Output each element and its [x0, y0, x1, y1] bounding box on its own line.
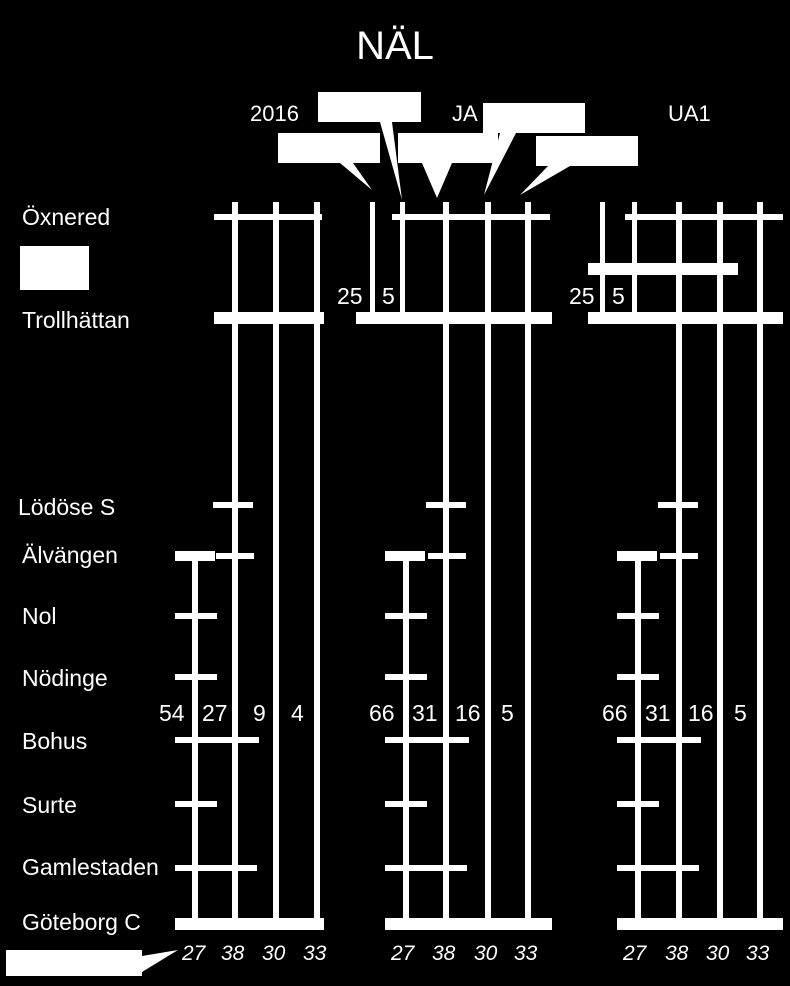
top-count-5-ua1: 5: [612, 283, 625, 309]
count-line-27-2016: 54: [159, 700, 185, 726]
station-bar-alvangen-b-2016: [175, 551, 215, 561]
station-bar-oxnered-ja: [392, 214, 550, 220]
route-33-ja: 33: [514, 942, 538, 965]
station-bar-alvangen-a-2016: [216, 553, 254, 559]
count-line-30-2016: 9: [253, 700, 266, 726]
station-trollhattan: Trollhättan: [22, 307, 130, 333]
line-33-2016: [314, 202, 320, 926]
line-33-ja: [525, 202, 531, 926]
station-alvangen: Älvängen: [22, 542, 118, 568]
station-nodinge: Nödinge: [22, 665, 108, 691]
callout-box-a: [318, 92, 421, 200]
station-bar-trollhattan-ja: [356, 312, 552, 324]
station-nol: Nol: [22, 603, 57, 629]
station-bar-surte-ua1: [617, 801, 659, 807]
callout-box-d: [483, 103, 585, 195]
line-25-ja: [370, 202, 375, 318]
count-line-30-ua1: 16: [688, 700, 714, 726]
line-38-2016: [232, 202, 238, 926]
line-33-ua1: [757, 202, 763, 926]
count-line-27-ja: 66: [369, 700, 395, 726]
redacted-box-left: [20, 246, 89, 290]
station-bar-nodinge-ua1: [617, 674, 659, 680]
route-30-ja: 30: [474, 942, 498, 965]
route-33-ua1: 33: [746, 942, 770, 965]
station-bar-bohus-ua1: [617, 737, 701, 743]
line-30-ua1: [717, 202, 723, 926]
station-gamlestaden: Gamlestaden: [22, 854, 159, 880]
station-bar-trollhattan-ua1: [588, 312, 783, 324]
count-line-33-ua1: 5: [734, 700, 747, 726]
station-bar-oxnered-ua1: [625, 214, 783, 220]
station-bar-extra-ua1: [588, 263, 738, 275]
station-bar-nodinge-ja: [385, 674, 427, 680]
route-27-ja: 27: [391, 942, 415, 965]
station-bar-goteborg-ua1: [617, 918, 783, 930]
route-27-2016: 27: [182, 942, 206, 965]
route-38-ua1: 38: [665, 942, 689, 965]
route-38-2016: 38: [221, 942, 245, 965]
station-bar-goteborg-ja: [385, 918, 552, 930]
station-bar-trollhattan-2016: [214, 312, 324, 324]
station-bar-lodose-ua1: [658, 502, 698, 508]
line-25-ua1: [600, 202, 605, 318]
callout-box-b: [278, 133, 380, 190]
column-header-2016: 2016: [250, 101, 299, 126]
count-line-27-ua1: 66: [602, 700, 628, 726]
count-line-33-2016: 4: [291, 700, 304, 726]
line-30-2016: [273, 202, 279, 926]
station-bar-surte-ja: [385, 801, 427, 807]
top-count-5-ja: 5: [382, 283, 395, 309]
route-38-ja: 38: [432, 942, 456, 965]
count-line-38-2016: 27: [202, 700, 228, 726]
top-count-25-ja: 25: [337, 283, 363, 309]
callout-box-c: [398, 133, 498, 198]
station-bar-bohus-2016: [175, 737, 259, 743]
station-bar-surte-2016: [175, 801, 217, 807]
station-bar-bohus-ja: [385, 737, 469, 743]
column-header-ua1: UA1: [668, 101, 711, 126]
station-bar-alvangen-b-ja: [385, 551, 425, 561]
station-bohus: Bohus: [22, 728, 88, 754]
station-bar-nol-2016: [175, 613, 217, 619]
line-5-ja: [400, 202, 405, 318]
route-30-ua1: 30: [706, 942, 730, 965]
count-line-38-ja: 31: [412, 700, 438, 726]
callout-box-e: [520, 136, 638, 195]
callout-box-bottom: [6, 950, 178, 976]
line-5-ua1: [632, 202, 637, 318]
route-27-ua1: 27: [623, 942, 647, 965]
station-bar-gamlestaden-2016: [175, 865, 257, 871]
station-bar-nol-ja: [385, 613, 427, 619]
station-bar-nodinge-2016: [175, 674, 217, 680]
count-line-38-ua1: 31: [645, 700, 671, 726]
line-38-ua1: [676, 202, 682, 926]
station-lodose-s: Lödöse S: [18, 494, 116, 520]
route-30-2016: 30: [262, 942, 286, 965]
station-bar-goteborg-2016: [175, 918, 324, 930]
station-bar-nol-ua1: [617, 613, 659, 619]
station-bar-lodose-2016: [213, 502, 253, 508]
count-line-33-ja: 5: [501, 700, 514, 726]
station-bar-alvangen-b-ua1: [617, 551, 657, 561]
diagram-title: NÄL: [356, 24, 434, 68]
station-bar-oxnered-2016: [214, 214, 322, 220]
line-38-ja: [443, 202, 449, 926]
station-goteborg-c: Göteborg C: [22, 909, 141, 935]
top-count-25-ua1: 25: [569, 283, 595, 309]
column-header-ja: JA: [452, 101, 478, 126]
station-surte: Surte: [22, 792, 77, 818]
route-33-2016: 33: [303, 942, 327, 965]
station-bar-alvangen-a-ja: [428, 553, 466, 559]
station-bar-lodose-ja: [426, 502, 466, 508]
station-bar-gamlestaden-ja: [385, 865, 467, 871]
station-bar-alvangen-a-ua1: [660, 553, 698, 559]
station-oxnered: Öxnered: [22, 204, 111, 230]
station-bar-gamlestaden-ua1: [617, 865, 699, 871]
line-30-ja: [485, 202, 491, 926]
count-line-30-ja: 16: [455, 700, 481, 726]
